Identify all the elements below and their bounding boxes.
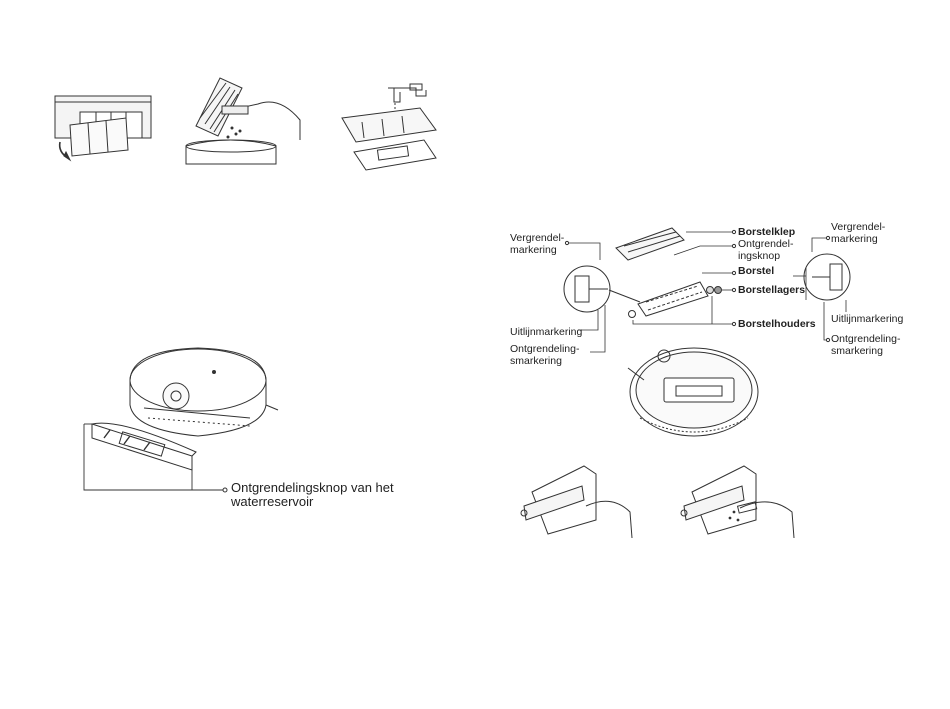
right-lock-mark-label-2: markering	[831, 234, 878, 245]
unlock-button-label-2: ingsknop	[738, 251, 780, 262]
unlock-button-label-line1: Ontgrendelingsknop van het	[231, 481, 394, 495]
left-align-mark-label: Uitlijnmarkering	[510, 327, 582, 338]
right-unlock-mark-label-2: smarkering	[831, 346, 883, 357]
brush-cover-label: Borstelklep	[738, 227, 795, 238]
brush-bearings-label: Borstellagers	[738, 285, 805, 296]
right-unlock-mark-label-1: Ontgrendeling-	[831, 334, 900, 345]
left-lock-mark-label-2: markering	[510, 245, 557, 256]
left-lock-mark-label-1: Vergrendel-	[510, 233, 564, 244]
dustbin-filter-illustration	[55, 96, 151, 160]
left-unlock-mark-label-1: Ontgrendeling-	[510, 344, 579, 355]
robot-water-tank-illustration	[84, 348, 278, 492]
brush-cleaning-illustrations	[521, 466, 794, 538]
brush-holders-label: Borstelhouders	[738, 319, 816, 330]
rinsing-illustration	[342, 84, 436, 170]
right-align-mark-label: Uitlijnmarkering	[831, 314, 903, 325]
brush-label: Borstel	[738, 266, 774, 277]
right-lock-mark-label-1: Vergrendel-	[831, 222, 885, 233]
left-unlock-mark-label-2: smarkering	[510, 356, 562, 367]
filter-tapping-illustration	[186, 78, 300, 164]
brush-components-illustration	[564, 228, 850, 436]
unlock-button-label-1: Ontgrendel-	[738, 239, 793, 250]
unlock-button-label-line2: waterreservoir	[231, 495, 313, 509]
